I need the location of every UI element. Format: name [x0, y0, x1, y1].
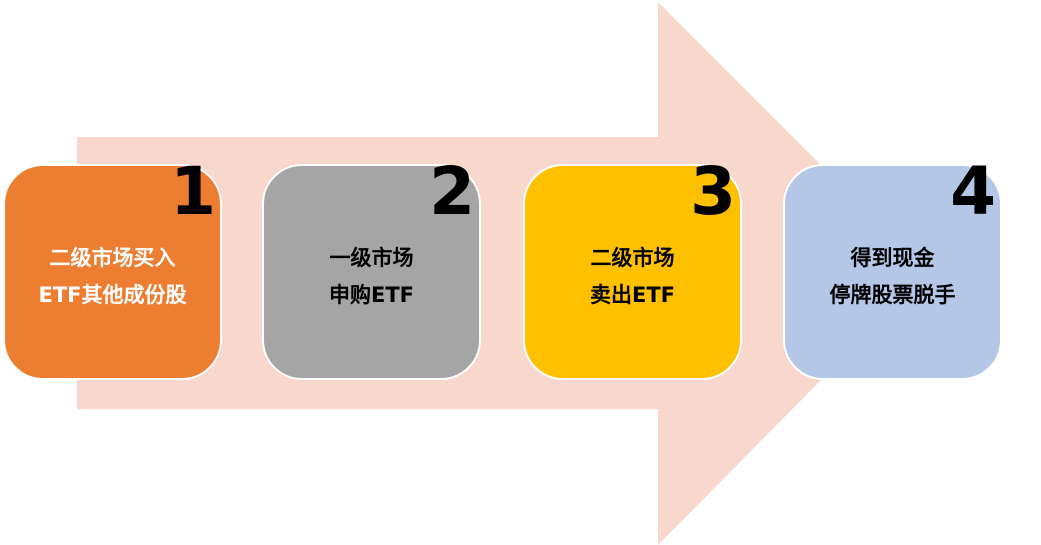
step-box-1: 1 二级市场买入 ETF其他成份股 — [3, 153, 222, 380]
step-text: 二级市场买入 ETF其他成份股 — [38, 240, 186, 314]
step-label-line-2: 停牌股票脱手 — [829, 283, 956, 307]
step-box-4: 4 得到现金 停牌股票脱手 — [783, 153, 1002, 380]
step-label-line-2: 申购ETF — [328, 283, 414, 307]
step-label-line-1: 一级市场 — [329, 246, 414, 270]
step-text: 一级市场 申购ETF — [329, 240, 414, 314]
step-number: 4 — [950, 153, 996, 230]
step-number: 3 — [690, 153, 736, 230]
step-text: 二级市场 卖出ETF — [590, 240, 675, 314]
step-number: 1 — [170, 153, 216, 230]
step-label-line-2: ETF其他成份股 — [38, 283, 187, 307]
step-label-line-1: 二级市场买入 — [49, 246, 176, 270]
arrow-shape — [77, 2, 928, 545]
step-label-line-1: 二级市场 — [590, 246, 675, 270]
step-label-line-2: 卖出ETF — [589, 283, 675, 307]
step-box-2: 2 一级市场 申购ETF — [262, 153, 481, 380]
step-number: 2 — [429, 153, 475, 230]
step-label-line-1: 得到现金 — [850, 246, 935, 270]
step-text: 得到现金 停牌股票脱手 — [830, 240, 956, 314]
step-box-3: 3 二级市场 卖出ETF — [523, 153, 742, 380]
